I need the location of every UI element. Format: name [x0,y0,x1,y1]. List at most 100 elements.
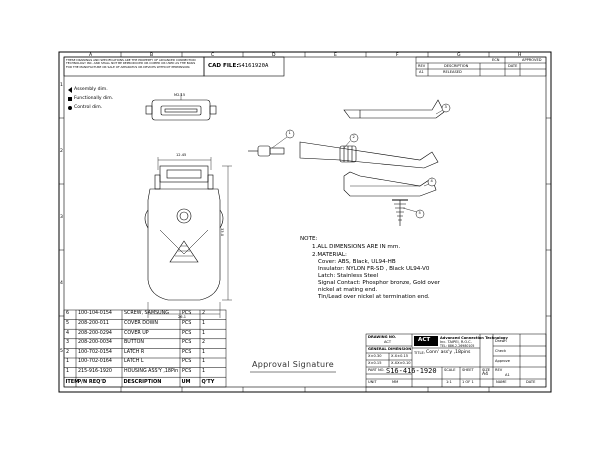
col-letter-d: D [272,53,276,58]
cad-file-box [203,56,285,77]
col-letter-c: C [211,53,215,58]
bom-header-cell: DESCRIPTION [123,378,162,385]
rev-desc-value: RELEASED [443,70,462,74]
notes-contact3: Tin/Lead over nickel at termination end. [318,294,430,300]
company-logo: ACT [418,337,431,343]
bom-cell-item: 5 [66,321,70,326]
bom-cell-qty: 1 [202,359,206,365]
bom-cell-um: PCS [182,321,192,326]
callout-4: 4 [430,179,433,183]
notes-latch: Latch: Stainless Steel [318,273,379,279]
dim-height-right: 33.0 [220,228,224,237]
bom-cell-pn: 100-702-0164 [78,359,112,365]
bom-header-cell: Q'TY [201,378,215,385]
bom-cell-desc: COVER UP [124,330,149,336]
part-no-value: S16-416-1920 [386,367,437,375]
bom-cell-item: 1 [66,359,70,365]
bom-header-cell: P/N REQ'D [77,378,107,385]
rev-value: A1 [419,70,424,74]
rev-desc-header: DESCRIPTION [444,64,469,68]
name-label: NAME [496,380,507,384]
rev-ecn-header: ECN [492,58,500,62]
bom-cell-pn: 100-104-0154 [78,311,112,317]
row-number-4: 4 [60,281,63,286]
col-letter-b: B [150,53,154,58]
callout-2: 2 [352,135,355,139]
title-label: TITLE: [414,351,425,355]
tol-d: X.XX±0.10 [391,361,411,365]
company-tel: TEL: 886-2-26980105 [440,344,475,348]
unit-value: MM [392,380,399,384]
bom-cell-um: PCS [182,349,192,355]
rev-date-header: DATE [508,64,518,68]
notes-insulator: Insulator: NYLON FR-SD , Black UL94-V0 [318,266,430,272]
bom-cell-pn: 208-200-0294 [78,330,112,336]
bom-cell-um: PCS [182,359,192,365]
legend-control: Control dim. [74,105,103,110]
bom-cell-pn: 215-916-1920 [78,369,112,374]
rev-approved-header: APPROVED [522,58,542,62]
revision-block [415,56,547,77]
drawn-label: Drawn [495,339,507,343]
sheet-value: 1 OF 1 [462,380,474,384]
bom-cell-item: 3 [66,340,70,346]
col-letter-e: E [334,53,337,58]
notes-line2: 2.MATERIAL: [312,252,347,258]
bom-cell-pn: 208-200-011 [78,321,109,326]
notes-cover: Cover: ABS, Black, UL94-HB [318,259,396,265]
bom-cell-desc: LATCH L [124,359,144,365]
bom-header-cell: UM [181,378,191,385]
drawing-no-value: ACT [384,340,392,344]
col-letter-f: F [396,53,399,58]
general-dim-label: GENERAL DIMENSION [368,347,412,351]
bom-cell-qty: 1 [202,349,206,355]
company-sub: Inc. TAIPEI, R.O.C. [440,340,472,344]
bom-cell-desc: BUTTON [124,340,144,346]
bom-cell-item: 1 [66,369,70,374]
rev-header: REV [418,64,426,68]
bom-cell-pn: 100-702-0154 [78,349,112,355]
bom-cell-desc: LATCH R [124,349,145,355]
col-letter-h: H [518,53,522,58]
top-notice: THESE DRAWINGS AND SPECIFICATIONS ARE TH… [66,58,196,69]
bom-cell-um: PCS [182,330,192,336]
part-no-label: PART NO. [368,368,385,372]
row-number-1: 1 [60,83,63,88]
bom-table [63,309,227,388]
scale-value: 1:1 [446,380,452,384]
company-full: Advanced Connection Technology [440,336,508,340]
exploded-latch-view [248,99,445,226]
col-letter-a: A [89,53,93,58]
size-value: A4 [482,372,489,377]
tol-c: X±0.15 [368,361,382,365]
dim-width-bottom: 26.1 [178,315,187,319]
callout-balloons [285,103,451,219]
dim-head-label: M2.15 [174,93,186,97]
unit-label: UNIT [368,380,377,384]
approval-signature-label: Approval Signature [252,360,335,369]
legend-markers [68,87,72,110]
bom-cell-desc: COVER DOWN [124,321,159,326]
bom-cell-um: PCS [182,311,192,317]
dim-width-top: 12.45 [176,153,187,157]
row-number-5: 5 [60,349,63,354]
title-block [365,333,547,388]
drawing-no-label: DRAWING NO. [368,335,397,339]
bom-cell-qty: 2 [202,340,206,346]
row-number-2: 2 [60,149,63,154]
bom-cell-qty: 1 [202,321,206,326]
legend-functional: Functionally dim. [74,96,114,101]
notes-contact2: nickel at mating end. [318,287,378,293]
bom-cell-desc: SCREW, SAMSUNG [124,311,169,317]
callout-5: 5 [418,211,421,215]
legend-assembly: Assembly dim. [74,87,108,92]
date-label: DATE [526,380,536,384]
bom-cell-pn: 208-200-0034 [78,340,112,346]
bom-cell-qty: 1 [202,330,206,336]
bom-cell-qty: 1 [202,369,206,374]
bom-cell-desc: HOUSING ASS'Y ,18Pin [124,369,179,374]
bom-cell-qty: 2 [202,311,206,317]
cad-file-label: CAD FILE: [208,63,239,69]
bom-cell-um: PCS [182,340,192,346]
